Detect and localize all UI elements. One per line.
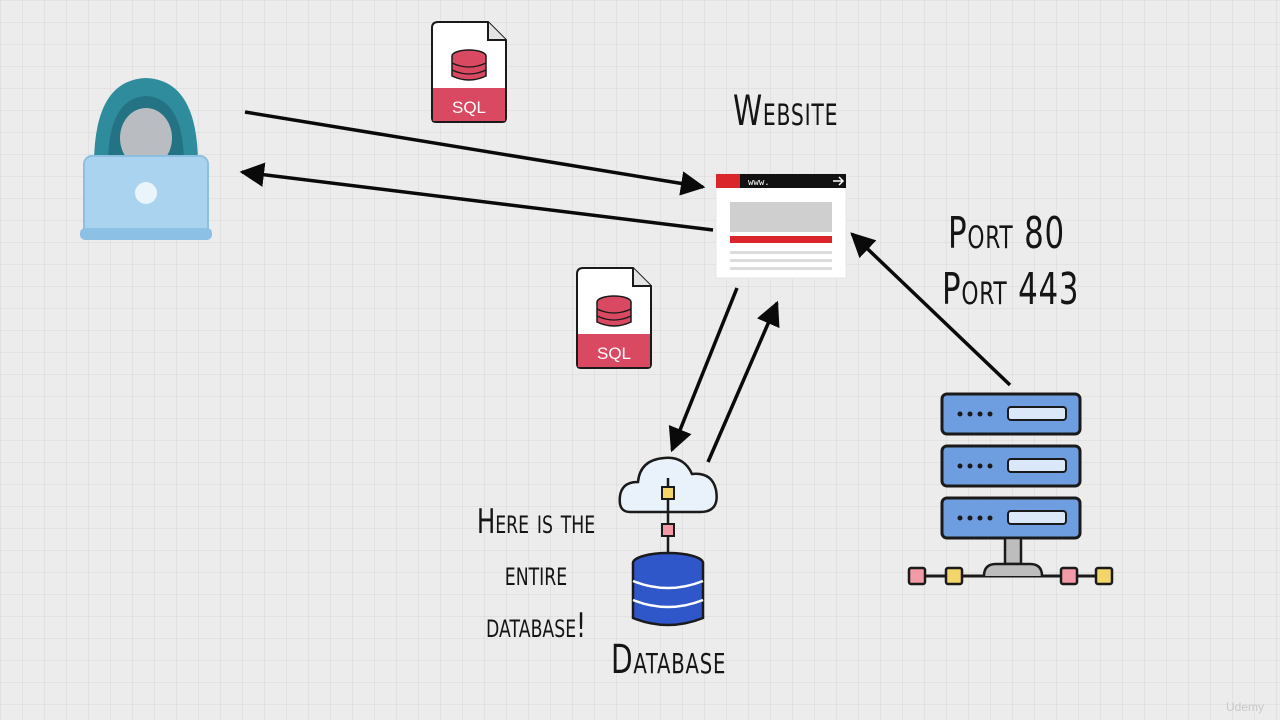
sql-label-bottom: SQL	[597, 344, 631, 363]
server-rack-icon	[907, 392, 1114, 586]
arrows	[239, 110, 1012, 463]
browser-window-icon	[715, 173, 847, 279]
arrow-website-to-hacker	[239, 162, 714, 232]
arrow-database-to-website	[706, 300, 780, 463]
website-label: Website	[733, 86, 839, 135]
port-443-label: Port 443	[942, 264, 1080, 315]
database-label: Database	[611, 637, 727, 683]
note-line-3: database!	[486, 606, 586, 646]
udemy-watermark: Udemy	[1225, 700, 1264, 714]
arrow-server-to-website	[850, 232, 1012, 387]
sql-label-top: SQL	[452, 98, 486, 117]
cloud-database-icon	[618, 456, 718, 627]
arrow-hacker-to-website	[244, 110, 706, 196]
hacker-laptop-icon	[80, 78, 212, 240]
database-note: Here is the entire database!	[457, 496, 615, 652]
port-80-label: Port 80	[948, 208, 1065, 259]
note-line-1: Here is the	[476, 502, 596, 542]
sql-file-icon	[431, 21, 507, 123]
browser-url: www.	[748, 178, 770, 188]
arrow-website-to-database	[668, 287, 739, 453]
note-line-2: entire	[504, 554, 568, 594]
sql-file-icon	[576, 267, 652, 369]
